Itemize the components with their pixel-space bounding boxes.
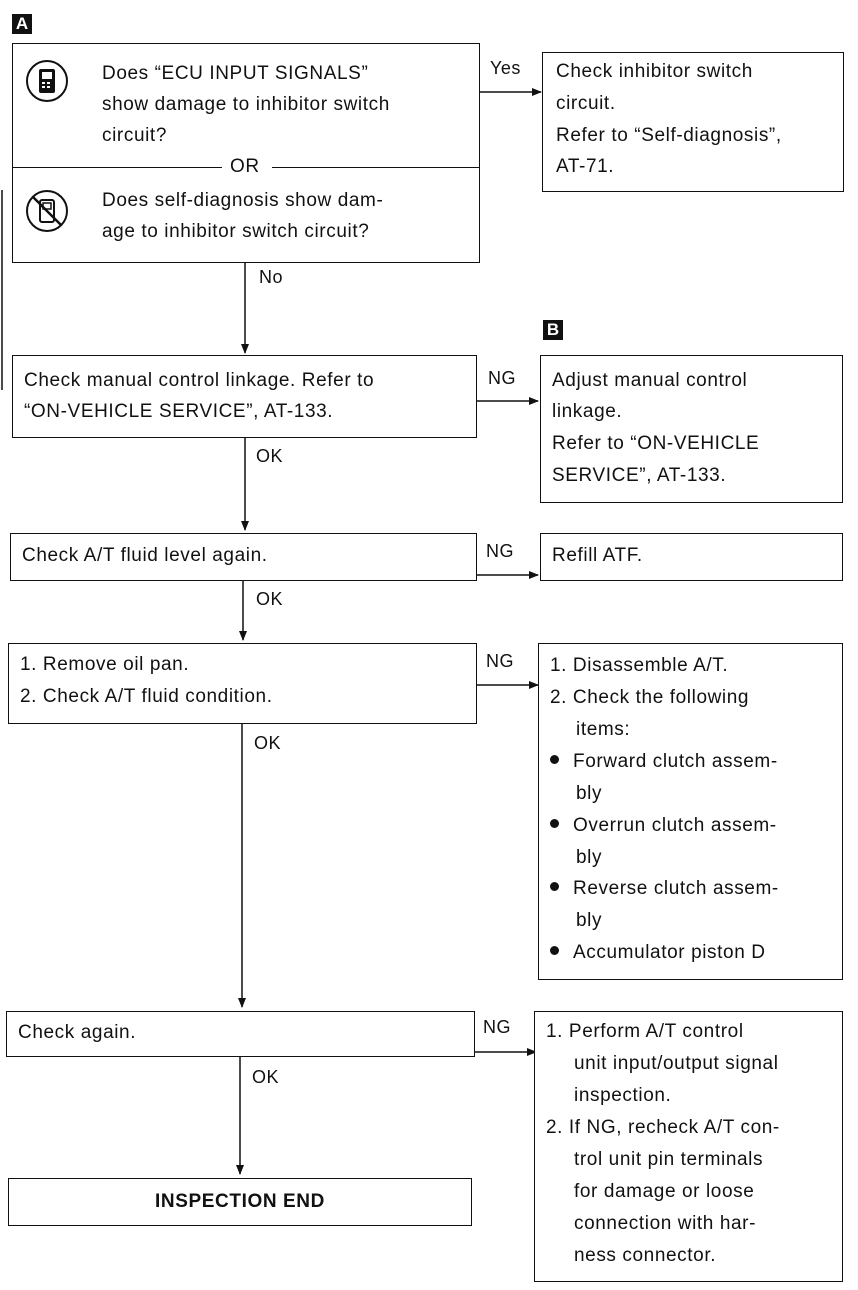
perform-line-8: ness connector. — [574, 1245, 717, 1266]
question-2-line-1: Does self-diagnosis show dam- — [102, 190, 384, 211]
ok-label-3: OK — [254, 733, 282, 753]
item-2-line-1: Overrun clutch assem- — [548, 810, 777, 842]
item-1-line-2: bly — [576, 783, 603, 804]
perform-line-4: 2. If NG, recheck A/T con- — [546, 1117, 780, 1138]
adjust-line-2: linkage. — [552, 401, 623, 422]
fluid-line-1: Check A/T fluid level again. — [22, 545, 268, 566]
yes-box-line-3: Refer to “Self-diagnosis”, — [556, 125, 782, 146]
consult-tester-icon — [26, 60, 68, 102]
item-1-line-1: Forward clutch assem- — [548, 746, 778, 778]
box-ecu-question — [12, 43, 480, 263]
box-check-again — [6, 1011, 475, 1057]
no-label: No — [259, 267, 284, 287]
adjust-line-1: Adjust manual control — [552, 370, 748, 391]
inspection-end-label: INSPECTION END — [155, 1191, 325, 1212]
ng-label-2: NG — [486, 541, 514, 561]
yes-box-line-2: circuit. — [556, 93, 616, 114]
item-4-line-1: Accumulator piston D — [548, 937, 766, 969]
question-1-line-1: Does “ECU INPUT SIGNALS” — [102, 63, 369, 84]
box-check-fluid-level — [10, 533, 477, 581]
bullet-icon — [550, 882, 559, 892]
bullet-icon — [550, 819, 559, 829]
bullet-icon — [550, 946, 559, 956]
marker-b: B — [543, 320, 563, 340]
linkage-line-1: Check manual control linkage. Refer to — [24, 370, 375, 391]
adjust-line-4: SERVICE”, AT-133. — [552, 465, 727, 486]
no-tester-icon — [26, 190, 68, 232]
marker-a: A — [12, 14, 32, 34]
ok-label-1: OK — [256, 446, 284, 466]
or-divider-left — [12, 167, 222, 168]
box-adjust-linkage — [540, 355, 843, 503]
perform-line-3: inspection. — [574, 1085, 672, 1106]
yes-box-line-1: Check inhibitor switch — [556, 61, 753, 82]
box-refill-atf — [540, 533, 843, 581]
linkage-line-2: “ON-VEHICLE SERVICE”, AT-133. — [24, 401, 334, 422]
or-divider-right — [272, 167, 480, 168]
box-perform-inspection — [534, 1011, 843, 1282]
perform-line-1: 1. Perform A/T control — [546, 1021, 744, 1042]
ng-label-1: NG — [488, 368, 516, 388]
disassemble-step-1: 1. Disassemble A/T. — [550, 655, 729, 676]
box-inspection-end — [8, 1178, 472, 1226]
refill-line-1: Refill ATF. — [552, 545, 643, 566]
question-2-line-2: age to inhibitor switch circuit? — [102, 221, 370, 242]
disassemble-step-3: items: — [576, 719, 631, 740]
ok-label-4: OK — [252, 1067, 280, 1087]
perform-line-2: unit input/output signal — [574, 1053, 779, 1074]
ng-label-3: NG — [486, 651, 514, 671]
box-check-inhibitor — [542, 52, 844, 192]
ng-label-4: NG — [483, 1017, 511, 1037]
item-3-line-2: bly — [576, 910, 603, 931]
perform-line-6: for damage or loose — [574, 1181, 755, 1202]
question-1-line-3: circuit? — [102, 125, 167, 146]
yes-box-line-4: AT-71. — [556, 156, 615, 177]
bullet-icon — [550, 755, 559, 765]
or-label: OR — [230, 156, 260, 177]
question-1-line-2: show damage to inhibitor switch — [102, 94, 390, 115]
perform-line-7: connection with har- — [574, 1213, 757, 1234]
again-line-1: Check again. — [18, 1022, 137, 1043]
box-check-linkage — [12, 355, 477, 438]
oilpan-line-1: 1. Remove oil pan. — [20, 654, 190, 675]
item-2-line-2: bly — [576, 847, 603, 868]
box-disassemble-at — [538, 643, 843, 980]
item-3-line-1: Reverse clutch assem- — [548, 873, 779, 905]
box-remove-oil-pan — [8, 643, 477, 724]
perform-line-5: trol unit pin terminals — [574, 1149, 764, 1170]
adjust-line-3: Refer to “ON-VEHICLE — [552, 433, 760, 454]
ok-label-2: OK — [256, 589, 284, 609]
disassemble-step-2: 2. Check the following — [550, 687, 750, 708]
oilpan-line-2: 2. Check A/T fluid condition. — [20, 686, 273, 707]
yes-label: Yes — [490, 58, 521, 78]
